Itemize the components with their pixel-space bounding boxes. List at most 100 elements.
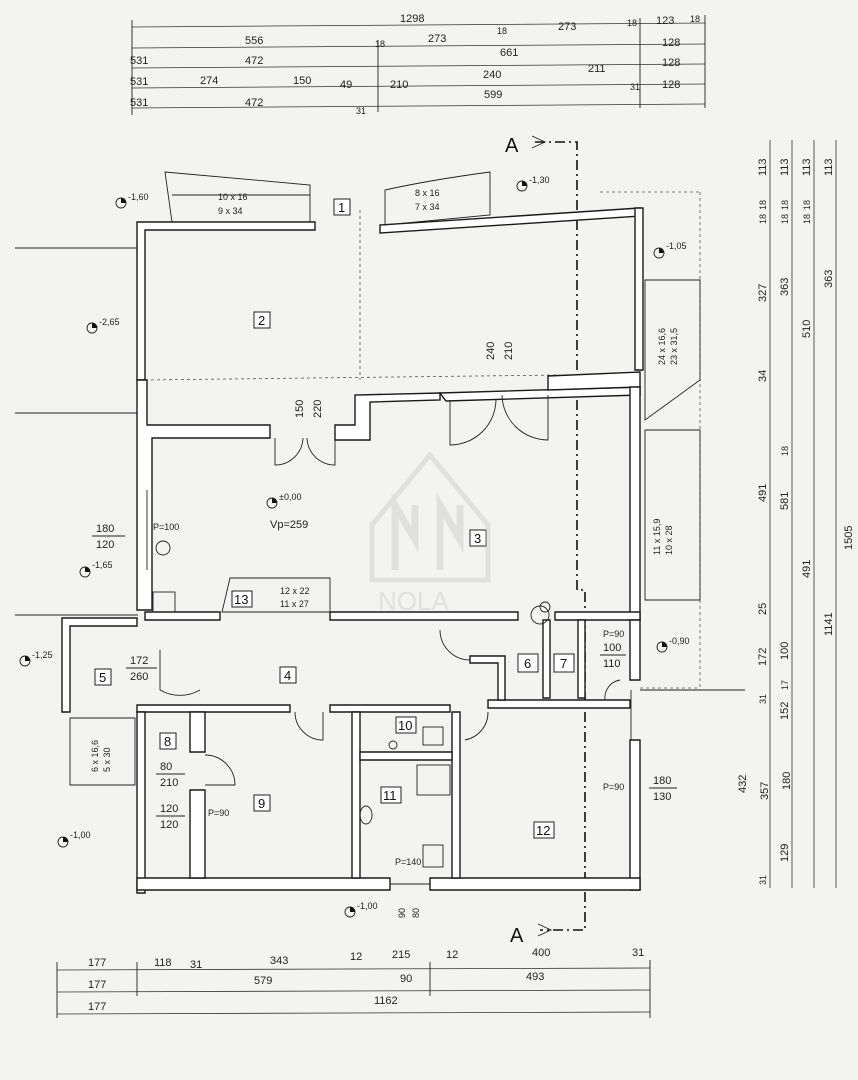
stair-4: 11 x 15,9 10 x 28 [644,429,701,601]
dim-top: 273 [558,21,576,33]
section-label-bottom: A [510,925,524,947]
level-label: -1,00 [70,830,91,840]
stair-6: 6 x 16,6 5 x 30 [69,717,136,786]
room-number: 2 [258,313,265,328]
dim-top: 472 [245,55,263,67]
dim-right: 180 [781,772,793,790]
level-label: -1,00 [357,901,378,911]
opening-dim: 210 [503,342,515,360]
opening-dim: 172 [130,655,148,667]
opening-dim: 120 [96,539,114,551]
sill-label: P=90 [208,808,229,818]
dim-right: 113 [779,158,791,176]
dim-top: 273 [428,33,446,45]
dim-right: 113 [757,158,769,176]
sill-label: P=140 [395,857,421,867]
dim-top: 274 [200,75,218,87]
dim-top: 661 [500,47,518,59]
level-label: ±0,00 [279,492,301,502]
dim-bottom: 400 [532,947,550,959]
stair-5: 12 x 22 11 x 27 [221,577,331,613]
dim-top: 128 [662,57,680,69]
dim-top: 531 [130,55,148,67]
dim-right: 34 [757,370,769,382]
dim-bottom: 493 [526,971,544,983]
room-number: 5 [99,670,106,685]
dim-bottom: 12 [446,949,458,961]
dim-bottom: 31 [190,959,202,971]
dim-bottom: 177 [88,979,106,991]
room-number: 6 [524,656,531,671]
dim-bottom: 177 [88,957,106,969]
dim-top: 128 [662,37,680,49]
dim-top: 18 [627,18,637,28]
room-number: 1 [338,200,345,215]
dim-bottom: 12 [350,951,362,963]
opening-dim: 120 [160,803,178,815]
dim-top: 150 [293,75,311,87]
room-number: 8 [164,734,171,749]
bottom-dimensions: 177 118 31 343 12 215 12 400 31 177 579 … [56,947,651,1018]
sill-label: P=90 [603,782,624,792]
dim-right: 113 [801,158,813,176]
dim-right: 25 [757,603,769,615]
watermark-logo: NOLA [369,451,491,616]
opening-dimensions: 150 220 240 210 180 120 172 260 80 210 1… [92,342,677,918]
fixtures [152,540,551,868]
room-number: 4 [284,668,291,683]
room-number: 7 [560,656,567,671]
stair-label: 23 x 31,5 [669,328,679,365]
dim-top: 556 [245,35,263,47]
dim-right: 581 [779,492,791,510]
opening-dim: 110 [603,658,621,670]
stair-label: 7 x 34 [415,202,440,212]
level-label: -1,60 [128,192,149,202]
dim-right: 357 [759,782,771,800]
dim-bottom: 31 [632,947,644,959]
dim-right: 327 [757,284,769,302]
opening-dim: 80 [160,761,172,773]
dim-top: 18 [497,26,507,36]
stair-label: 8 x 16 [415,188,440,198]
dim-top: 123 [656,15,674,27]
dim-right: 172 [757,648,769,666]
ceiling-height: Vp=259 [270,519,308,531]
dim-right: 18 [780,446,790,456]
opening-dim: 100 [603,642,621,654]
opening-dim: 90 [397,908,407,918]
room-number: 3 [474,531,481,546]
stair-2: 8 x 16 7 x 34 [384,171,491,226]
level-label: -1,25 [32,650,53,660]
dim-top: 31 [630,82,640,92]
dim-top: 240 [483,69,501,81]
dim-bottom: 1162 [374,995,398,1007]
dim-right: 31 [758,694,768,704]
watermark-text: NOLA [378,586,449,616]
dim-top: 49 [340,79,352,91]
stair-label: 9 x 34 [218,206,243,216]
dim-top: 210 [390,79,408,91]
level-label: -1,05 [666,241,687,251]
stair-label: 12 x 22 [280,586,310,596]
dim-right: 18 [802,214,812,224]
dim-right: 100 [779,642,791,660]
dim-right: 18 [758,200,768,210]
doors [146,394,632,885]
dim-right: 363 [779,278,791,296]
dim-top: 531 [130,97,148,109]
opening-dim: 180 [653,775,671,787]
dim-right: 1141 [823,612,835,636]
opening-dim: 260 [130,671,148,683]
dim-right: 17 [780,680,790,690]
dim-bottom: 177 [88,1001,106,1013]
dim-top: 128 [662,79,680,91]
sill-labels: P=100 P=90 P=90 P=90 P=140 [153,522,624,867]
room-number: 12 [536,823,550,838]
dim-top: 18 [375,39,385,49]
dim-bottom: 343 [270,955,288,967]
dim-top: 472 [245,97,263,109]
opening-dim: 210 [160,777,178,789]
dim-top: 531 [130,76,148,88]
stair-label: 11 x 15,9 [652,519,662,555]
